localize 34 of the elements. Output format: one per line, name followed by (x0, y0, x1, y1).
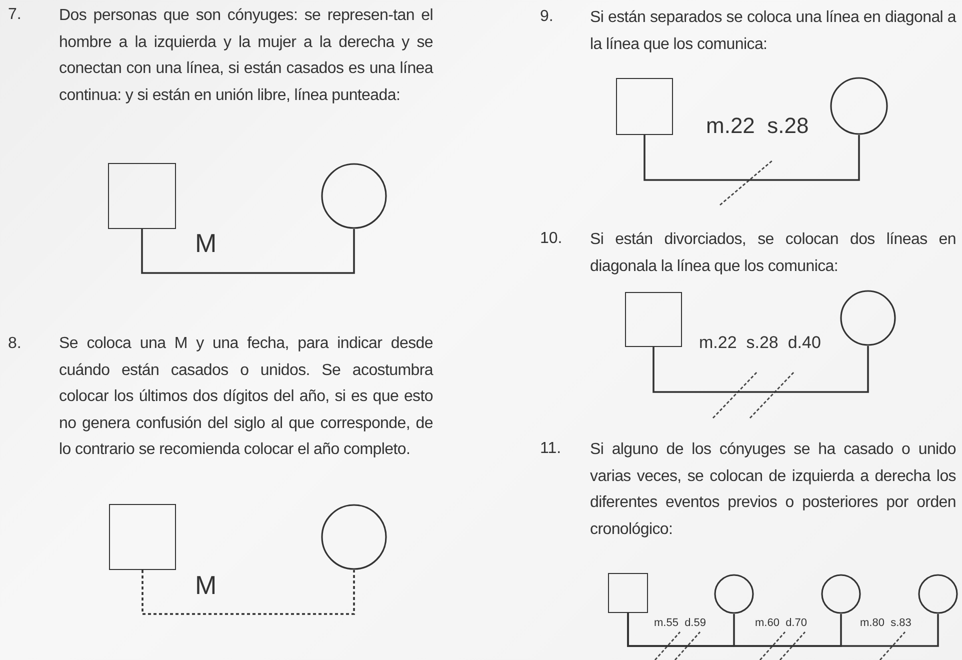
edge-label: m.80 s.83 (860, 618, 912, 629)
step-number: 8. (8, 335, 22, 353)
relationship-line (644, 135, 860, 181)
edge-label: m.22 s.28 (706, 115, 809, 137)
female-symbol (714, 574, 754, 614)
step-number: 10. (540, 230, 564, 248)
edge-label: m.55 d.59 (654, 618, 706, 629)
male-symbol (608, 573, 648, 613)
edge-label: M (195, 230, 217, 256)
edge-label: m.22 s.28 d.40 (699, 334, 821, 351)
female-symbol (821, 574, 861, 614)
relationship-line (141, 229, 355, 274)
female-symbol (321, 504, 387, 570)
relationship-line (652, 346, 869, 393)
female-symbol (321, 163, 387, 229)
step-number: 11. (540, 440, 562, 458)
dotted-relationship-line (142, 570, 355, 615)
edge-label: M (195, 572, 217, 598)
edge-label: m.60 d.70 (755, 618, 807, 629)
male-symbol (625, 292, 682, 347)
male-symbol (616, 78, 673, 135)
paragraph: Dos personas que son cónyuges: se represen-tan el hombre a la izquierda y la mujer a la derecha y se conectan con una línea, si están casados es una línea continua: y si están en unión libre, línea punteada: (59, 6, 433, 106)
paragraph: Si alguno de los cónyuges se ha casado o unido varias veces, se colocan de izquierda a derecha los diferentes eventos previos o posteriores por orden cronológico: (590, 440, 956, 540)
female-symbol (830, 77, 888, 135)
paragraph: Se coloca una M y una fecha, para indicar desde cuándo están casados o unidos. Se acostumbra colocar los últimos dos dígitos del año, si es que esto no genera confusión del siglo al que corresponde, de lo contrario se recomienda colocar el año completo. (59, 334, 433, 460)
step-number: 9. (540, 8, 554, 26)
male-symbol (108, 163, 176, 229)
paragraph: Si están separados se coloca una línea en diagonal a la línea que los comunica: (590, 8, 956, 54)
relationship-line (627, 613, 939, 647)
step-number: 7. (8, 6, 22, 24)
paragraph: Si están divorciados, se colocan dos líneas en diagonala la línea que los comunica: (590, 230, 956, 276)
female-symbol (918, 574, 958, 614)
male-symbol (109, 504, 176, 570)
female-symbol (840, 290, 896, 346)
